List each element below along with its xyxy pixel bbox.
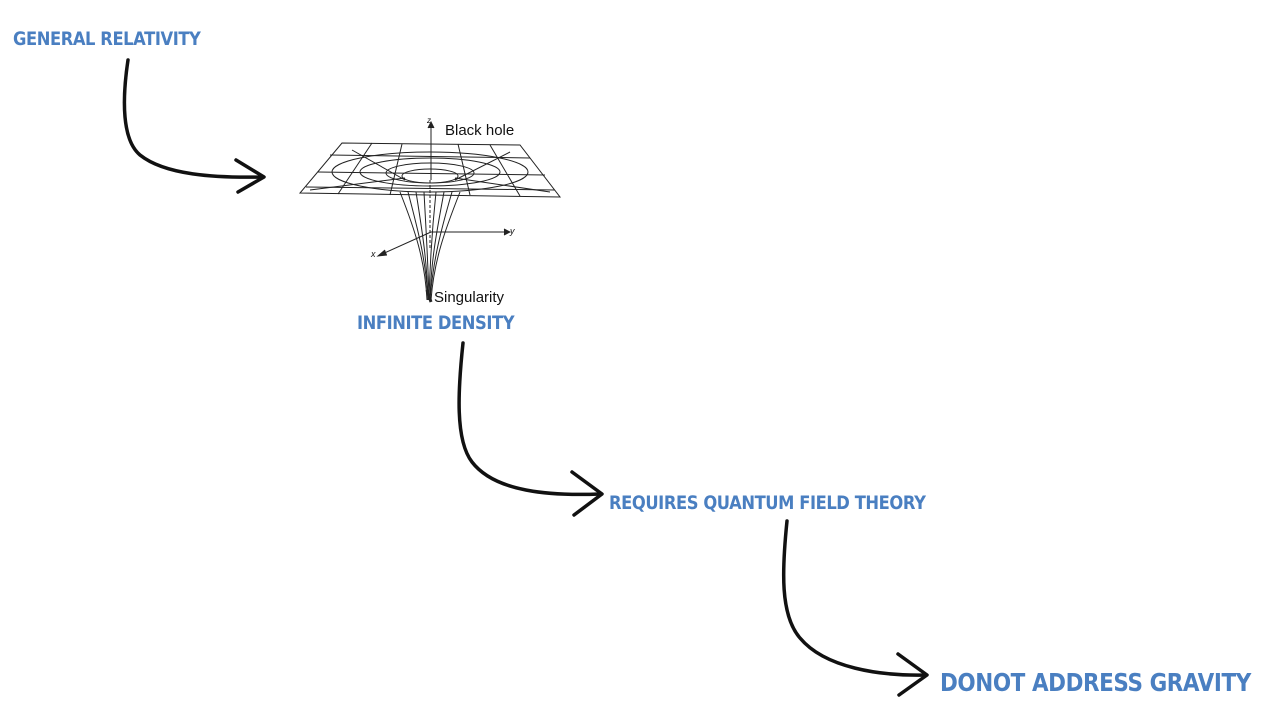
funnel-throat <box>399 180 461 303</box>
axes <box>376 120 512 257</box>
axis-y-label: y <box>510 226 515 236</box>
singularity-label: Singularity <box>434 289 505 306</box>
grid-lines <box>305 142 556 197</box>
arrowhead-3 <box>896 652 929 697</box>
black-hole-diagram <box>298 120 562 303</box>
axis-z-label: z <box>427 116 431 125</box>
arrow-qft-to-gravity <box>781 519 927 677</box>
spacetime-plane <box>298 142 562 198</box>
arrow-density-to-qft <box>457 341 602 497</box>
arrowhead-1 <box>234 158 266 194</box>
node-general-relativity: GENERAL RELATIVITY <box>13 28 201 50</box>
arrowhead-2 <box>570 470 604 517</box>
axis-x-label: x <box>371 249 376 259</box>
black-hole-label: Black hole <box>445 122 515 139</box>
node-requires-qft: REQUIRES QUANTUM FIELD THEORY <box>609 492 926 514</box>
arrow-gr-to-blackhole <box>122 58 264 179</box>
node-infinite-density: INFINITE DENSITY <box>357 312 515 334</box>
node-do-not-address-gravity: DONOT ADDRESS GRAVITY <box>940 668 1251 697</box>
